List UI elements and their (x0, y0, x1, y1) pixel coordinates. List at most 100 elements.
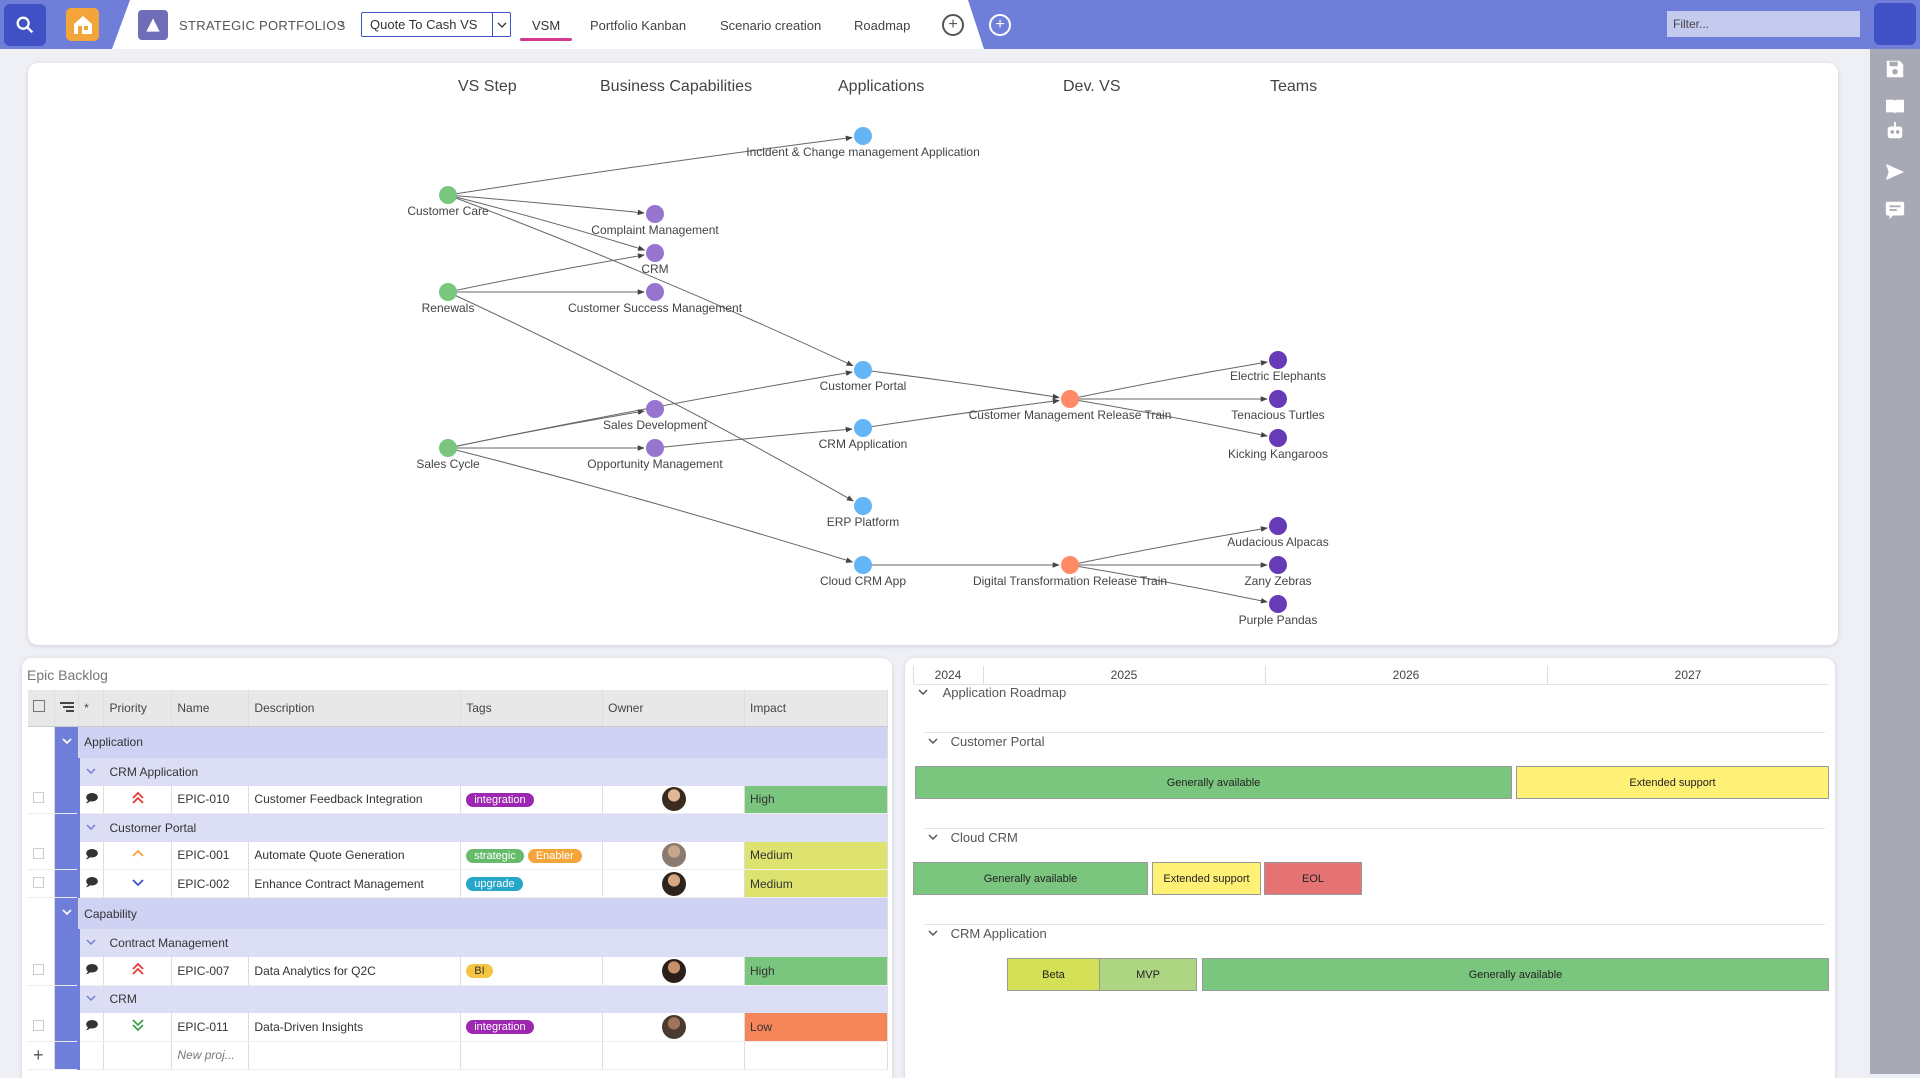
row-checkbox[interactable] (28, 785, 55, 814)
comment-icon[interactable] (1883, 198, 1907, 222)
vsm-node-circle[interactable] (646, 439, 664, 457)
new-project-input[interactable]: New proj... (171, 1041, 250, 1070)
table-row[interactable]: 🗩 EPIC-011 Data-Driven Insights integrat… (28, 1013, 888, 1042)
vsm-node-comp[interactable]: Complaint Management (591, 205, 719, 237)
vsm-node-circle[interactable] (1269, 429, 1287, 447)
table-row[interactable]: 🗩 EPIC-001 Automate Quote Generation str… (28, 841, 888, 870)
group-row-application[interactable]: Application (28, 726, 888, 758)
vsm-node-circle[interactable] (646, 283, 664, 301)
vsm-node-ee[interactable]: Electric Elephants (1230, 351, 1326, 383)
save-icon[interactable] (1883, 57, 1907, 81)
vsm-node-ren[interactable]: Renewals (422, 283, 475, 315)
vsm-node-circle[interactable] (646, 400, 664, 418)
vsm-node-circle[interactable] (854, 497, 872, 515)
select-all-checkbox[interactable] (28, 690, 55, 727)
row-checkbox[interactable] (28, 869, 55, 898)
vsm-node-csm[interactable]: Customer Success Management (568, 283, 743, 315)
comment-icon[interactable]: 🗩 (77, 869, 105, 898)
vsm-node-circle[interactable] (646, 205, 664, 223)
vsm-node-circle[interactable] (854, 556, 872, 574)
home-button[interactable] (66, 8, 99, 41)
add-view-icon[interactable]: + (989, 14, 1011, 36)
col-description[interactable]: Description (248, 690, 462, 727)
roadmap-group-header[interactable]: Application Roadmap (917, 685, 1066, 700)
vsm-node-cc[interactable]: Customer Care (407, 186, 489, 218)
tab-portfolio-kanban[interactable]: Portfolio Kanban (590, 18, 687, 33)
col-impact[interactable]: Impact (744, 690, 888, 727)
new-row[interactable]: + New proj... (28, 1041, 888, 1070)
vsm-node-circle[interactable] (439, 283, 457, 301)
row-checkbox[interactable] (28, 1013, 55, 1042)
chevron-down-icon[interactable] (54, 897, 80, 929)
vsm-node-ccrm[interactable]: Cloud CRM App (820, 556, 906, 588)
group-row-customer-portal[interactable]: Customer Portal (28, 813, 888, 842)
col-owner[interactable]: Owner (602, 690, 746, 727)
vsm-node-circle[interactable] (1269, 517, 1287, 535)
vsm-node-kk[interactable]: Kicking Kangaroos (1228, 429, 1328, 461)
roadmap-bar[interactable]: Generally available (1202, 958, 1829, 991)
chevron-down-icon[interactable] (77, 929, 105, 957)
add-tab-icon[interactable]: + (942, 14, 964, 36)
tab-scenario-creation[interactable]: Scenario creation (720, 18, 822, 33)
vsm-node-erp[interactable]: ERP Platform (827, 497, 899, 529)
robot-icon[interactable] (1883, 119, 1907, 143)
vsm-node-circle[interactable] (1269, 351, 1287, 369)
roadmap-bar[interactable]: Extended support (1152, 862, 1261, 895)
col-star[interactable]: * (78, 690, 105, 727)
roadmap-bar[interactable]: Generally available (915, 766, 1512, 799)
vsm-node-circle[interactable] (1269, 556, 1287, 574)
roadmap-section-crm-application[interactable]: CRM Application (927, 926, 1047, 941)
group-row-crm-application[interactable]: CRM Application (28, 757, 888, 786)
vsm-node-circle[interactable] (1269, 390, 1287, 408)
table-row[interactable]: 🗩 EPIC-002 Enhance Contract Management u… (28, 869, 888, 898)
app-logo-button[interactable] (1874, 3, 1916, 45)
vsm-node-circle[interactable] (854, 127, 872, 145)
vsm-node-zz[interactable]: Zany Zebras (1244, 556, 1312, 588)
vsm-node-icm[interactable]: Incident & Change management Application (746, 127, 980, 159)
vsm-node-circle[interactable] (1061, 556, 1079, 574)
vsm-node-dtrt[interactable]: Digital Transformation Release Train (973, 556, 1167, 588)
row-checkbox[interactable] (28, 957, 55, 986)
roadmap-bar[interactable]: Beta (1007, 958, 1100, 991)
vsm-node-circle[interactable] (854, 419, 872, 437)
col-tags[interactable]: Tags (460, 690, 604, 727)
vsm-node-opp[interactable]: Opportunity Management (587, 439, 723, 471)
group-row-crm[interactable]: CRM (28, 985, 888, 1013)
comment-icon[interactable]: 🗩 (77, 785, 105, 814)
vsm-node-circle[interactable] (439, 186, 457, 204)
table-row[interactable]: 🗩 EPIC-007 Data Analytics for Q2C BI Hig… (28, 957, 888, 986)
col-priority[interactable]: Priority (103, 690, 173, 727)
chevron-down-icon[interactable] (77, 813, 105, 842)
comment-icon[interactable]: 🗩 (77, 1013, 105, 1042)
vsm-node-circle[interactable] (854, 361, 872, 379)
roadmap-bar[interactable]: Extended support (1516, 766, 1829, 799)
comment-icon[interactable]: 🗩 (77, 957, 105, 986)
vsm-node-crmapp[interactable]: CRM Application (819, 419, 908, 451)
roadmap-section-customer-portal[interactable]: Customer Portal (927, 734, 1045, 749)
group-row-capability[interactable]: Capability (28, 897, 888, 929)
table-row[interactable]: 🗩 EPIC-010 Customer Feedback Integration… (28, 785, 888, 814)
group-row-contract-management[interactable]: Contract Management (28, 929, 888, 957)
chevron-down-icon[interactable] (77, 757, 105, 786)
add-row-icon[interactable]: + (28, 1041, 55, 1070)
tab-vsm[interactable]: VSM (532, 18, 561, 33)
roadmap-section-cloud-crm[interactable]: Cloud CRM (927, 830, 1018, 845)
filter-input[interactable] (1667, 11, 1860, 37)
send-icon[interactable] (1883, 160, 1907, 184)
vsm-node-aa[interactable]: Audacious Alpacas (1227, 517, 1329, 549)
search-button[interactable] (4, 4, 46, 46)
vsm-node-cmrt[interactable]: Customer Management Release Train (969, 390, 1172, 422)
vsm-node-circle[interactable] (1061, 390, 1079, 408)
vsm-node-crm[interactable]: CRM (641, 244, 669, 276)
comment-icon[interactable]: 🗩 (77, 841, 105, 870)
tab-roadmap[interactable]: Roadmap (854, 18, 911, 33)
roadmap-bar[interactable]: Generally available (913, 862, 1148, 895)
vsm-node-circle[interactable] (439, 439, 457, 457)
col-name[interactable]: Name (171, 690, 250, 727)
value-stream-select[interactable]: Quote To Cash VS (361, 12, 511, 37)
vsm-node-sd[interactable]: Sales Development (603, 400, 708, 432)
outline-icon[interactable] (54, 690, 80, 727)
chevron-down-icon[interactable] (54, 726, 80, 758)
vsm-node-circle[interactable] (646, 244, 664, 262)
vsm-node-circle[interactable] (1269, 595, 1287, 613)
